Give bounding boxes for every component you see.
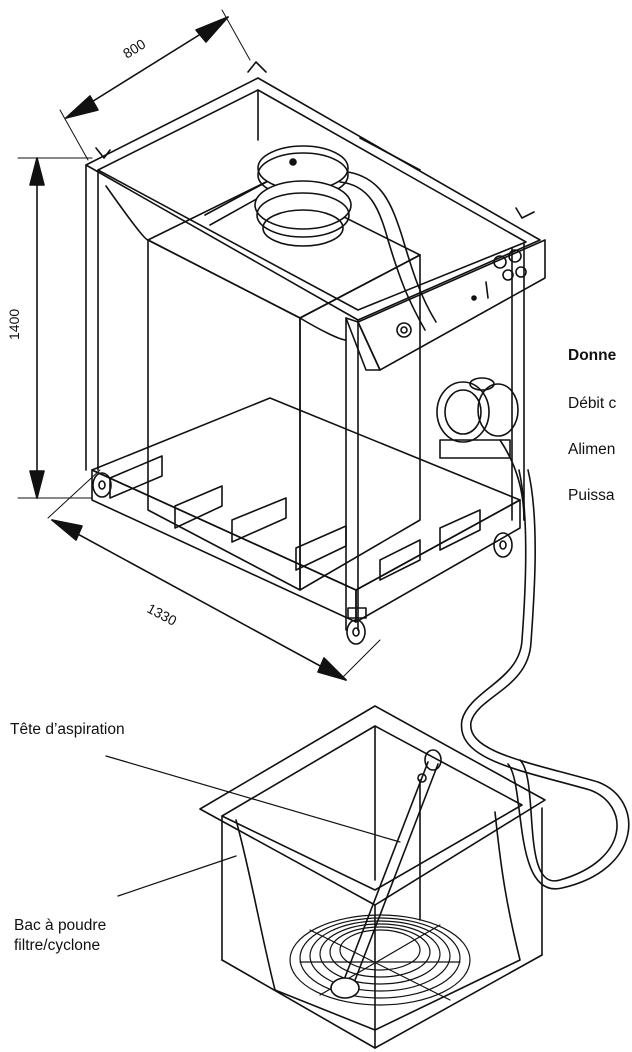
powder-bin [199, 705, 546, 1049]
control-panel [345, 239, 546, 371]
callout-suction-head: Tête d’aspiration [10, 721, 125, 738]
spec-line-supply: Alimen [568, 441, 616, 458]
wheels [92, 472, 513, 645]
suction-lance [330, 749, 442, 999]
dimension-length [47, 469, 381, 681]
dimension-width [59, 9, 251, 161]
diaphragm-pump [436, 377, 525, 521]
leader-lines [105, 755, 401, 897]
dimension-height-label: 1400 [6, 308, 22, 340]
dimension-height [17, 157, 93, 499]
cyclone-lid [254, 145, 437, 331]
container-box [105, 179, 421, 591]
spec-line-flow: Débit c [568, 395, 617, 412]
spec-heading: Donne [568, 347, 617, 364]
callout-powder-bin-line1: Bac à poudre [14, 917, 107, 934]
callout-powder-bin-line2: filtre/cyclone [14, 937, 101, 954]
spec-line-power: Puissa [568, 487, 615, 504]
suction-hose [460, 469, 630, 890]
hose-coil [289, 914, 471, 1006]
